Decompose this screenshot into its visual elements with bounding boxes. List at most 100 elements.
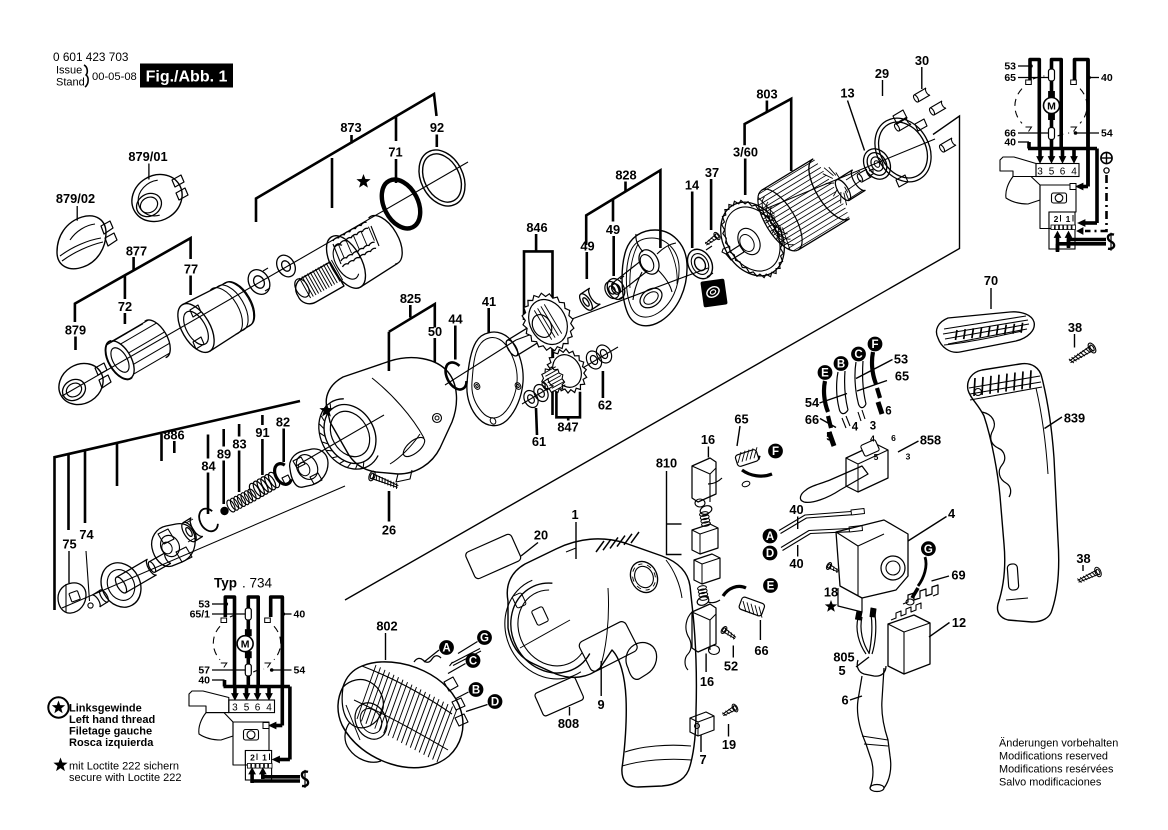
svg-text:879: 879 (65, 323, 86, 338)
svg-text:Filetage gauche: Filetage gauche (69, 726, 152, 738)
svg-text:3: 3 (232, 702, 238, 713)
svg-text:0 601 423 703: 0 601 423 703 (53, 50, 129, 64)
svg-text:54: 54 (805, 395, 820, 410)
svg-text:810: 810 (656, 456, 677, 471)
svg-text:7: 7 (699, 752, 706, 767)
svg-text:M: M (1047, 100, 1056, 112)
svg-text:4: 4 (266, 702, 272, 713)
svg-text:847: 847 (557, 420, 578, 435)
svg-text:Fig./Abb. 1: Fig./Abb. 1 (146, 69, 228, 86)
svg-text:Issue: Issue (56, 65, 82, 77)
svg-text:40: 40 (789, 556, 803, 571)
svg-text:84: 84 (201, 459, 216, 474)
svg-text:D: D (491, 697, 499, 709)
svg-text:D: D (766, 548, 774, 560)
svg-text:5: 5 (1049, 166, 1055, 177)
svg-text:3: 3 (1037, 166, 1043, 177)
svg-text:828: 828 (615, 168, 636, 183)
svg-text:30: 30 (915, 53, 929, 68)
svg-text:62: 62 (598, 398, 612, 413)
svg-text:77: 77 (184, 262, 198, 277)
svg-text:C: C (854, 349, 862, 361)
svg-text:50: 50 (428, 324, 442, 339)
svg-text:92: 92 (430, 120, 444, 135)
svg-text:. 734: . 734 (242, 576, 273, 591)
svg-text:C: C (469, 656, 477, 668)
svg-text:B: B (837, 359, 845, 371)
svg-text:69: 69 (951, 568, 965, 583)
svg-text:13: 13 (840, 86, 854, 101)
svg-text:18: 18 (824, 585, 838, 600)
svg-text:6: 6 (1060, 166, 1066, 177)
svg-text:12: 12 (952, 615, 966, 630)
svg-text:00-05-08: 00-05-08 (92, 71, 137, 83)
svg-text:Left hand thread: Left hand thread (69, 714, 155, 726)
svg-text:66: 66 (754, 643, 768, 658)
svg-text:40: 40 (294, 609, 306, 621)
svg-text:40: 40 (198, 675, 210, 687)
svg-text:14: 14 (685, 178, 700, 193)
svg-text:38: 38 (1068, 320, 1082, 335)
svg-text:29: 29 (875, 66, 889, 81)
svg-text:Typ: Typ (214, 576, 237, 591)
svg-text:879/01: 879/01 (128, 149, 167, 164)
svg-text:9: 9 (597, 697, 604, 712)
svg-text:26: 26 (382, 523, 396, 538)
svg-text:5: 5 (874, 452, 879, 462)
svg-text:6: 6 (841, 693, 848, 708)
svg-text:53: 53 (1004, 61, 1016, 73)
svg-text:G: G (480, 633, 489, 645)
svg-text:82: 82 (276, 415, 290, 430)
svg-text:44: 44 (448, 312, 463, 327)
svg-text:5: 5 (244, 702, 250, 713)
svg-text:4: 4 (852, 422, 859, 434)
svg-text:16: 16 (700, 674, 714, 689)
svg-text:6: 6 (255, 702, 261, 713)
svg-text:65: 65 (895, 369, 909, 384)
svg-text:2: 2 (1054, 214, 1059, 224)
svg-text:61: 61 (532, 434, 546, 449)
svg-text:72: 72 (118, 299, 132, 314)
svg-text:873: 873 (340, 120, 361, 135)
svg-text:54: 54 (294, 665, 306, 677)
svg-text:4: 4 (948, 506, 956, 521)
svg-text:G: G (924, 544, 933, 556)
svg-text:83: 83 (232, 437, 246, 452)
svg-text:37: 37 (705, 165, 719, 180)
svg-text:20: 20 (534, 528, 548, 543)
svg-text:38: 38 (1076, 551, 1090, 566)
svg-text:91: 91 (255, 425, 269, 440)
svg-text:F: F (772, 446, 779, 458)
svg-text:65: 65 (734, 412, 748, 427)
svg-text:839: 839 (1064, 411, 1085, 426)
svg-text:Stand: Stand (56, 77, 85, 89)
svg-text:A: A (442, 643, 450, 655)
svg-text:40: 40 (789, 502, 803, 517)
svg-text:879/02: 879/02 (56, 191, 95, 206)
svg-text:Salvo modificaciones: Salvo modificaciones (999, 777, 1102, 789)
svg-text:75: 75 (62, 537, 76, 552)
svg-text:3: 3 (870, 421, 876, 433)
svg-text:89: 89 (217, 447, 231, 462)
svg-text:E: E (767, 581, 775, 593)
svg-text:Änderungen vorbehalten: Änderungen vorbehalten (999, 738, 1118, 750)
svg-text:M: M (241, 639, 250, 651)
svg-text:1: 1 (1066, 214, 1071, 224)
svg-text:F: F (871, 339, 878, 351)
svg-text:mit Loctite 222 sichern: mit Loctite 222 sichern (69, 761, 179, 773)
svg-text:52: 52 (724, 659, 738, 674)
svg-text:6: 6 (891, 433, 896, 443)
svg-text:A: A (766, 531, 774, 543)
svg-text:1: 1 (262, 753, 267, 763)
svg-text:Linksgewinde: Linksgewinde (69, 703, 142, 715)
svg-text:Modifications resérvées: Modifications resérvées (999, 764, 1114, 776)
svg-text:Modifications reserved: Modifications reserved (999, 751, 1108, 763)
svg-text:secure with Loctite 222: secure with Loctite 222 (69, 772, 182, 784)
svg-text:6: 6 (885, 406, 891, 418)
svg-text:49: 49 (606, 222, 620, 237)
svg-text:74: 74 (79, 527, 94, 542)
svg-text:877: 877 (126, 244, 147, 259)
svg-text:3: 3 (906, 452, 911, 462)
svg-text:2: 2 (250, 753, 255, 763)
svg-text:803: 803 (756, 87, 777, 102)
